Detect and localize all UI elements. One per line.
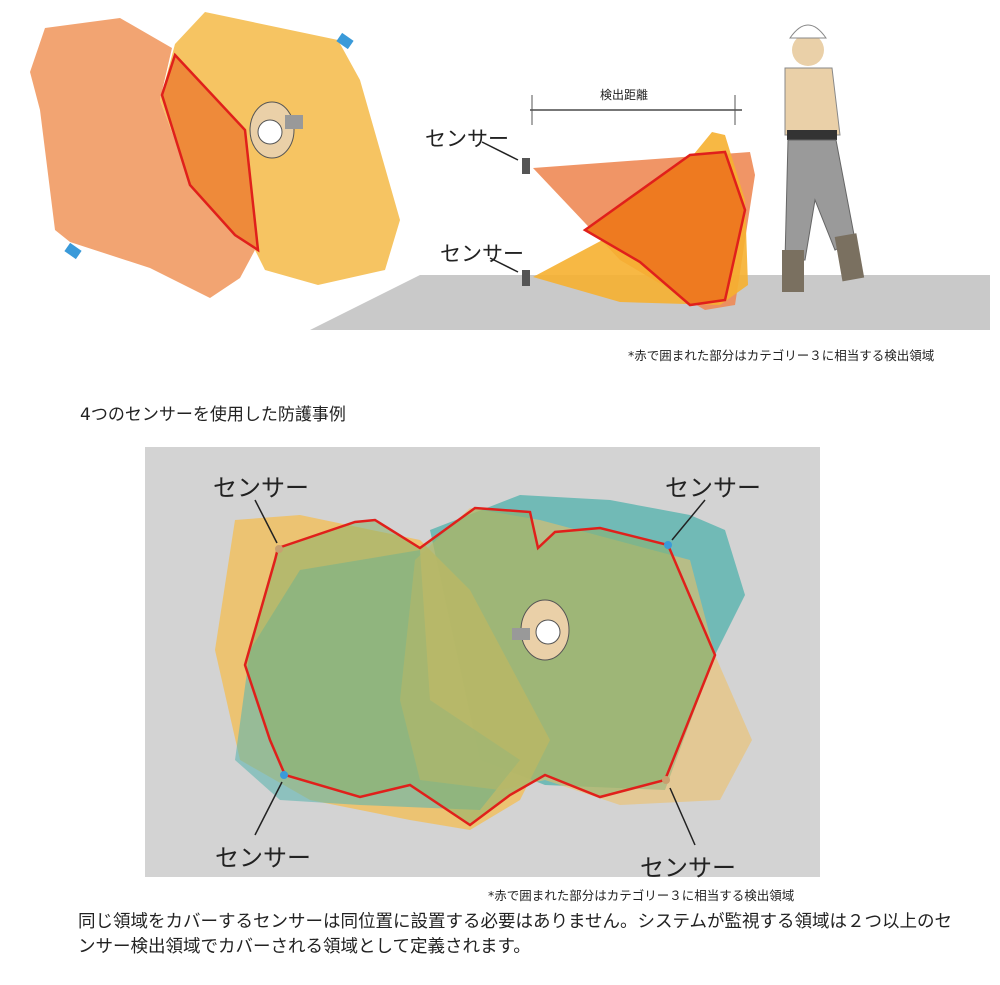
category3-outline: [243, 506, 717, 827]
sensor-label-upper: センサー: [425, 127, 509, 151]
category3-outline: [160, 52, 260, 253]
description-text: 同じ領域をカバーするセンサーは同位置に設置する必要はありません。システムが監視す…: [78, 912, 952, 957]
detection-distance-label: 検出距離: [600, 88, 649, 102]
sensor-label-top-left: センサー: [213, 474, 309, 502]
sensor-label-top-right: センサー: [665, 474, 761, 502]
walking-worker-icon: [782, 24, 865, 292]
sensor-icon: [522, 158, 530, 174]
sensor-zone-salmon: [30, 18, 255, 298]
sensor-label-bottom-right: センサー: [640, 854, 736, 882]
top-footnote: *赤で囲まれた部分はカテゴリー３に相当する検出領域: [628, 348, 935, 363]
section-title: 4つのセンサーを使用した防護事例: [80, 405, 346, 425]
sensor-icon: [275, 545, 283, 553]
category3-outline: [582, 150, 747, 307]
worker-top-view-icon: [512, 599, 570, 661]
sensor-label-bottom-left: センサー: [215, 844, 311, 872]
bottom-footnote: *赤で囲まれた部分はカテゴリー３に相当する検出領域: [488, 888, 795, 903]
worker-top-view-icon: [249, 101, 303, 159]
sensor-icon: [280, 771, 288, 779]
sensor-icon: [662, 776, 670, 784]
sensor-icon: [64, 242, 82, 260]
pointer-arrow: [481, 141, 519, 161]
sensor-icon: [336, 32, 354, 50]
sensor-icon: [664, 541, 672, 549]
pointer-arrow: [489, 257, 519, 273]
sensor-label-lower: センサー: [440, 242, 524, 266]
overlap-zone: [585, 152, 745, 305]
sensor-icon: [522, 270, 530, 286]
overlap-zone: [162, 55, 258, 250]
